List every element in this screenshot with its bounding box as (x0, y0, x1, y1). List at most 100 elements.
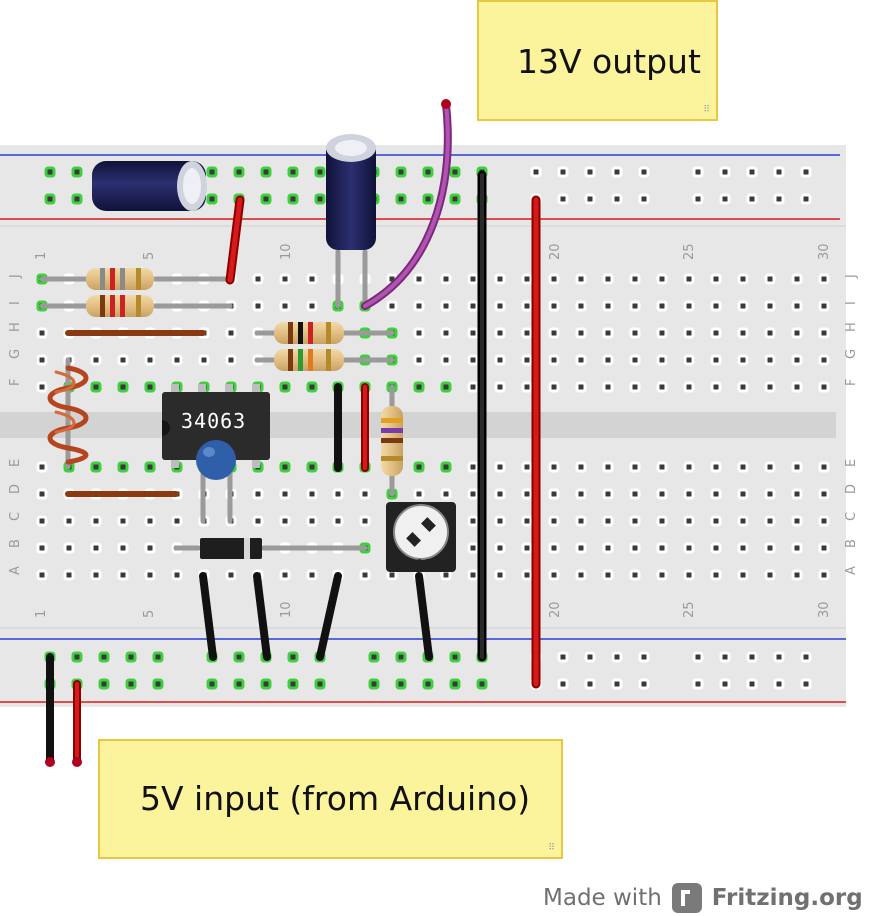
breadboard-hole[interactable] (629, 381, 641, 393)
breadboard-hole[interactable] (306, 381, 318, 393)
breadboard-hole[interactable] (98, 678, 110, 690)
breadboard-hole[interactable] (36, 488, 48, 500)
breadboard-hole[interactable] (656, 300, 668, 312)
breadboard-hole[interactable] (791, 273, 803, 285)
breadboard-hole[interactable] (737, 461, 749, 473)
breadboard-hole[interactable] (683, 300, 695, 312)
breadboard-hole[interactable] (521, 300, 533, 312)
breadboard-hole[interactable] (737, 515, 749, 527)
breadboard-hole[interactable] (90, 381, 102, 393)
breadboard-hole[interactable] (818, 381, 830, 393)
breadboard-hole[interactable] (548, 381, 560, 393)
breadboard-hole[interactable] (764, 515, 776, 527)
breadboard-hole[interactable] (710, 542, 722, 554)
breadboard-hole[interactable] (233, 651, 245, 663)
breadboard-hole[interactable] (287, 193, 299, 205)
breadboard-hole[interactable] (611, 651, 623, 663)
breadboard-hole[interactable] (764, 327, 776, 339)
breadboard-hole[interactable] (521, 327, 533, 339)
breadboard-hole[interactable] (449, 678, 461, 690)
breadboard-hole[interactable] (692, 166, 704, 178)
breadboard-hole[interactable] (818, 461, 830, 473)
breadboard-hole[interactable] (63, 569, 75, 581)
breadboard-hole[interactable] (638, 651, 650, 663)
breadboard-hole[interactable] (575, 354, 587, 366)
breadboard-hole[interactable] (773, 193, 785, 205)
breadboard-hole[interactable] (575, 488, 587, 500)
breadboard-hole[interactable] (764, 354, 776, 366)
breadboard-hole[interactable] (279, 300, 291, 312)
breadboard-hole[interactable] (440, 354, 452, 366)
breadboard-hole[interactable] (332, 515, 344, 527)
breadboard-hole[interactable] (494, 542, 506, 554)
breadboard-hole[interactable] (737, 381, 749, 393)
breadboard-hole[interactable] (90, 515, 102, 527)
breadboard-hole[interactable] (584, 651, 596, 663)
breadboard-hole[interactable] (611, 193, 623, 205)
breadboard-hole[interactable] (683, 569, 695, 581)
breadboard-hole[interactable] (602, 354, 614, 366)
breadboard-hole[interactable] (359, 515, 371, 527)
breadboard-hole[interactable] (764, 542, 776, 554)
breadboard-hole[interactable] (413, 381, 425, 393)
note-resize-grip[interactable]: ⠿ (703, 105, 710, 115)
breadboard-hole[interactable] (63, 542, 75, 554)
breadboard-hole[interactable] (683, 273, 695, 285)
breadboard-hole[interactable] (206, 678, 218, 690)
breadboard-hole[interactable] (125, 678, 137, 690)
breadboard-hole[interactable] (144, 515, 156, 527)
breadboard-hole[interactable] (773, 166, 785, 178)
breadboard-hole[interactable] (638, 166, 650, 178)
breadboard-hole[interactable] (467, 515, 479, 527)
breadboard-hole[interactable] (314, 166, 326, 178)
breadboard-hole[interactable] (791, 488, 803, 500)
breadboard-hole[interactable] (773, 678, 785, 690)
breadboard-hole[interactable] (144, 569, 156, 581)
breadboard-hole[interactable] (791, 542, 803, 554)
breadboard-hole[interactable] (494, 300, 506, 312)
breadboard-hole[interactable] (206, 193, 218, 205)
breadboard-hole[interactable] (494, 381, 506, 393)
breadboard-hole[interactable] (575, 273, 587, 285)
breadboard-hole[interactable] (683, 461, 695, 473)
breadboard-hole[interactable] (279, 273, 291, 285)
breadboard-hole[interactable] (710, 327, 722, 339)
breadboard-hole[interactable] (279, 488, 291, 500)
breadboard-hole[interactable] (575, 542, 587, 554)
breadboard-hole[interactable] (36, 461, 48, 473)
breadboard-hole[interactable] (629, 542, 641, 554)
breadboard-hole[interactable] (764, 300, 776, 312)
breadboard-hole[interactable] (746, 193, 758, 205)
breadboard-hole[interactable] (494, 273, 506, 285)
breadboard-hole[interactable] (63, 515, 75, 527)
breadboard-hole[interactable] (521, 542, 533, 554)
breadboard-hole[interactable] (117, 515, 129, 527)
breadboard-hole[interactable] (260, 193, 272, 205)
breadboard-hole[interactable] (395, 193, 407, 205)
breadboard-hole[interactable] (710, 461, 722, 473)
breadboard-hole[interactable] (737, 354, 749, 366)
breadboard-hole[interactable] (818, 569, 830, 581)
breadboard-hole[interactable] (440, 488, 452, 500)
breadboard-hole[interactable] (818, 354, 830, 366)
breadboard-hole[interactable] (144, 542, 156, 554)
breadboard-hole[interactable] (521, 461, 533, 473)
breadboard-hole[interactable] (314, 193, 326, 205)
breadboard-hole[interactable] (773, 651, 785, 663)
breadboard-hole[interactable] (530, 166, 542, 178)
breadboard-hole[interactable] (800, 678, 812, 690)
breadboard-hole[interactable] (575, 569, 587, 581)
breadboard-hole[interactable] (791, 381, 803, 393)
breadboard-hole[interactable] (791, 354, 803, 366)
breadboard-hole[interactable] (252, 515, 264, 527)
breadboard-hole[interactable] (737, 327, 749, 339)
breadboard-hole[interactable] (287, 651, 299, 663)
breadboard-hole[interactable] (36, 542, 48, 554)
note-5v-input[interactable]: 5V input (from Arduino) ⠿ (98, 739, 563, 859)
breadboard-hole[interactable] (413, 488, 425, 500)
breadboard-hole[interactable] (602, 327, 614, 339)
breadboard-hole[interactable] (368, 651, 380, 663)
breadboard-hole[interactable] (198, 354, 210, 366)
breadboard-hole[interactable] (440, 300, 452, 312)
breadboard-hole[interactable] (449, 166, 461, 178)
